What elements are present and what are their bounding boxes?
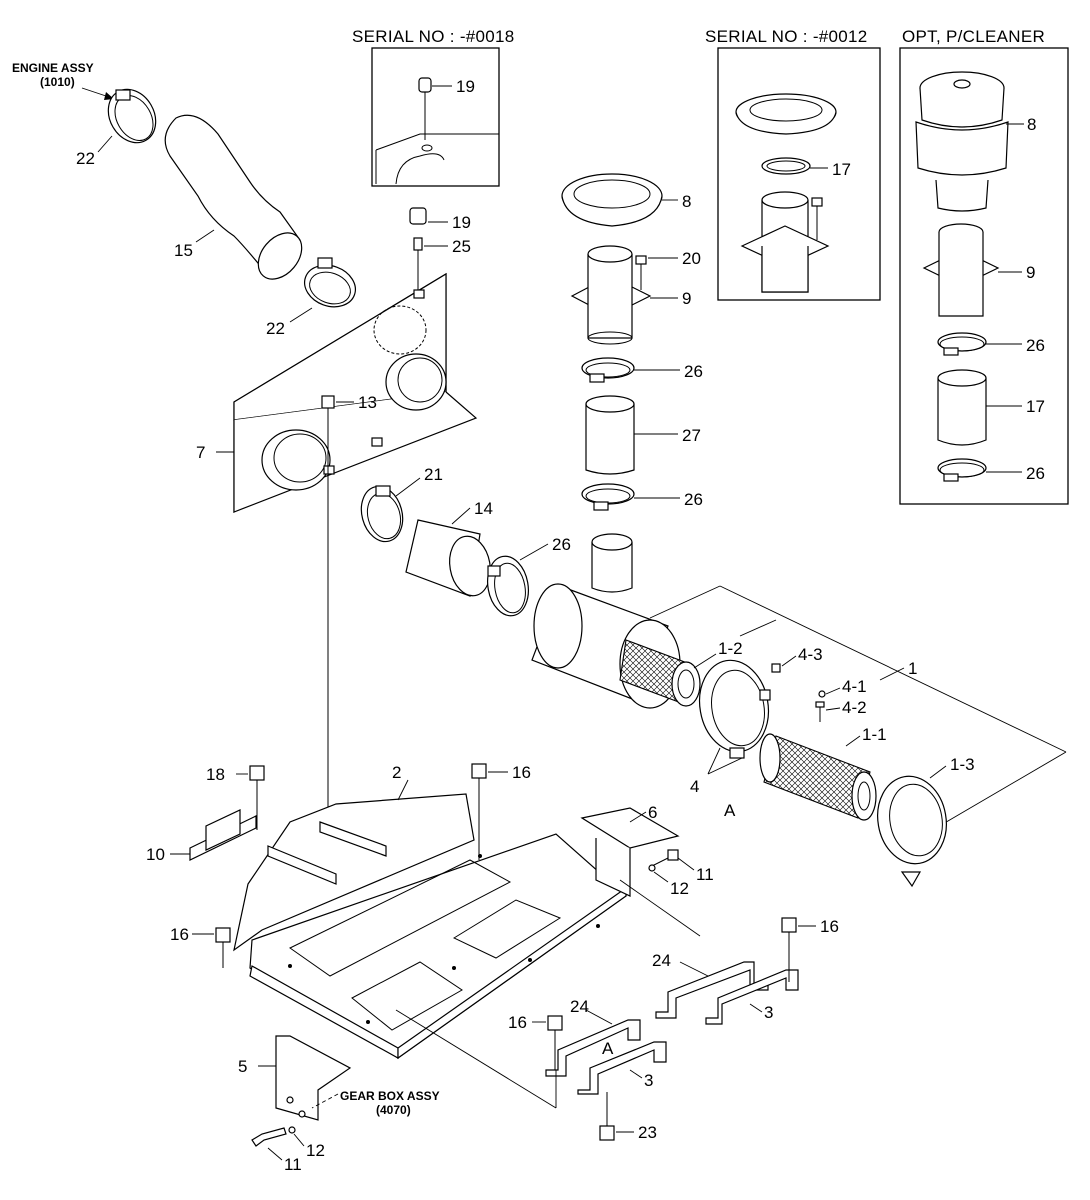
label-3-bottom: 3 [644,1071,653,1090]
label-24-right: 24 [652,951,671,970]
label-10: 10 [146,845,165,864]
label-22-top: 22 [76,149,95,168]
air-cleaner-assy-1: 1 1-2 4 A 4-3 4-1 4-2 [531,533,1067,888]
engine-assy-label: ENGINE ASSY [12,61,94,75]
label-26-inset-b: 26 [1026,464,1045,483]
label-2: 2 [392,763,401,782]
label-3-right: 3 [764,1003,773,1022]
label-8-inset: 8 [1027,115,1036,134]
label-15: 15 [174,241,193,260]
label-14: 14 [474,499,493,518]
detail-a-label-bottom: A [602,1039,614,1058]
engine-assy-reference: ENGINE ASSY (1010) [12,61,114,100]
label-8: 8 [682,192,691,211]
label-12-bottom: 12 [306,1141,325,1160]
inset-title-opt-precleaner: OPT, P/CLEANER [902,27,1045,46]
label-26-stack-a: 26 [684,362,703,381]
label-7: 7 [196,443,205,462]
label-1-3: 1-3 [950,755,975,774]
label-11-right: 11 [696,865,714,884]
label-21: 21 [424,465,443,484]
label-5: 5 [238,1057,247,1076]
gearbox-assy-reference: GEAR BOX ASSY (4070) [311,1089,440,1117]
label-16-top: 16 [512,763,531,782]
label-22-lower: 22 [266,319,285,338]
label-16-bottom: 16 [508,1013,527,1032]
intake-box-7: 7 [196,272,478,514]
label-9: 9 [682,289,691,308]
label-17-inset: 17 [832,160,851,179]
label-19: 19 [452,213,471,232]
label-25: 25 [452,237,471,256]
label-17-precleaner: 17 [1026,397,1045,416]
label-26-near-14: 26 [552,535,571,554]
label-26-inset-a: 26 [1026,336,1045,355]
label-18: 18 [206,765,225,784]
inset-title-serial-0012: SERIAL NO : -#0012 [705,27,868,46]
label-24-bottom: 24 [570,997,589,1016]
label-1: 1 [908,659,917,678]
label-23: 23 [638,1123,657,1142]
label-19-inset: 19 [456,77,475,96]
gearbox-assy-number: (4070) [376,1103,411,1117]
label-4: 4 [690,777,699,796]
label-4-3: 4-3 [798,645,823,664]
label-11-bottom: 11 [284,1155,302,1174]
label-4-2: 4-2 [842,698,867,717]
label-6: 6 [648,803,657,822]
label-9-inset: 9 [1026,263,1035,282]
label-20: 20 [682,249,701,268]
label-27: 27 [682,426,701,445]
inset-title-serial-0018: SERIAL NO : -#0018 [352,27,515,46]
label-16-left: 16 [170,925,189,944]
inset-serial-0012: SERIAL NO : -#0012 17 [705,27,881,301]
detail-a-label: A [724,801,736,820]
label-26-stack-b: 26 [684,490,703,509]
label-13: 13 [358,393,377,412]
engine-assy-number: (1010) [40,75,75,89]
gearbox-assy-label: GEAR BOX ASSY [340,1089,440,1103]
label-16-right: 16 [820,917,839,936]
label-1-1: 1-1 [862,725,887,744]
inset-serial-0018: SERIAL NO : -#0018 19 [352,27,515,187]
base-plate-2: 2 [233,763,627,1060]
label-4-1: 4-1 [842,677,867,696]
inset-opt-precleaner: OPT, P/CLEANER 8 9 26 17 26 [899,27,1069,505]
label-1-2: 1-2 [718,639,743,658]
label-12-right: 12 [670,879,689,898]
